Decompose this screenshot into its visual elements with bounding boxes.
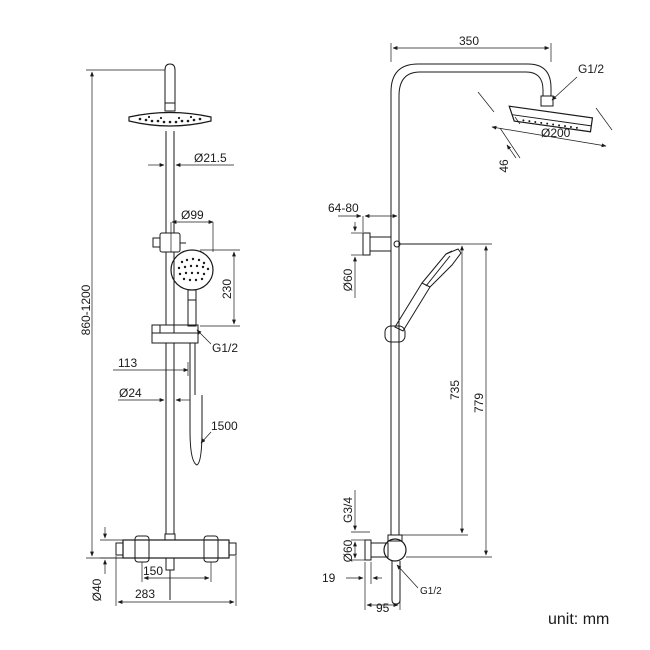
bracket-diameter-label: Ø60 [341, 268, 355, 291]
front-valve [115, 533, 237, 600]
hose-length-label: 1500 [211, 419, 238, 433]
front-hand-holder [151, 324, 199, 344]
shower-head-nozzles [138, 115, 202, 124]
outlet-thread-label: G1/2 [420, 586, 442, 597]
side-hand-shower [384, 243, 462, 343]
inlet-offset-small-label: 19 [322, 571, 336, 585]
front-hand-shower [170, 249, 214, 327]
lower-pipe-diameter-label: Ø24 [119, 386, 142, 400]
holder-offset-label: 113 [118, 356, 137, 370]
side-view: 350 G1/2 Ø200 46 64-80 Ø60 [322, 34, 613, 615]
valve-diameter-label: Ø40 [90, 578, 104, 601]
holder-thread-label: G1/2 [212, 341, 238, 355]
pipe-diameter-label: Ø21.5 [194, 151, 227, 165]
arm-length-label: 350 [459, 34, 479, 48]
front-view: 860-1200 Ø21.5 Ø99 230 G1/2 113 Ø24 1500 [79, 63, 240, 606]
hand-shower-height-label: 230 [220, 279, 234, 299]
hand-shower-diameter-label: Ø99 [181, 208, 204, 222]
head-diameter-label: Ø200 [541, 126, 571, 140]
inlet-thread-label: G3/4 [341, 497, 355, 523]
inlet-cover-diameter-label: Ø60 [341, 539, 355, 562]
side-wall-bracket [362, 232, 401, 256]
valve-total-width-label: 283 [135, 587, 155, 601]
rail-total-height-label: 779 [472, 393, 486, 413]
hand-shower-nozzles [177, 257, 210, 282]
inlet-offset-label: 95 [376, 601, 390, 615]
front-slide-bracket [152, 232, 186, 253]
head-thread-label: G1/2 [578, 62, 604, 76]
front-shower-head [128, 102, 212, 127]
unit-label: unit: mm [548, 611, 609, 628]
head-thickness-label: 46 [497, 159, 511, 173]
rail-inner-height-label: 735 [448, 380, 462, 400]
bracket-adjust-label: 64-80 [328, 201, 359, 215]
height-range-label: 860-1200 [79, 284, 93, 335]
valve-inner-width-label: 150 [143, 564, 163, 578]
